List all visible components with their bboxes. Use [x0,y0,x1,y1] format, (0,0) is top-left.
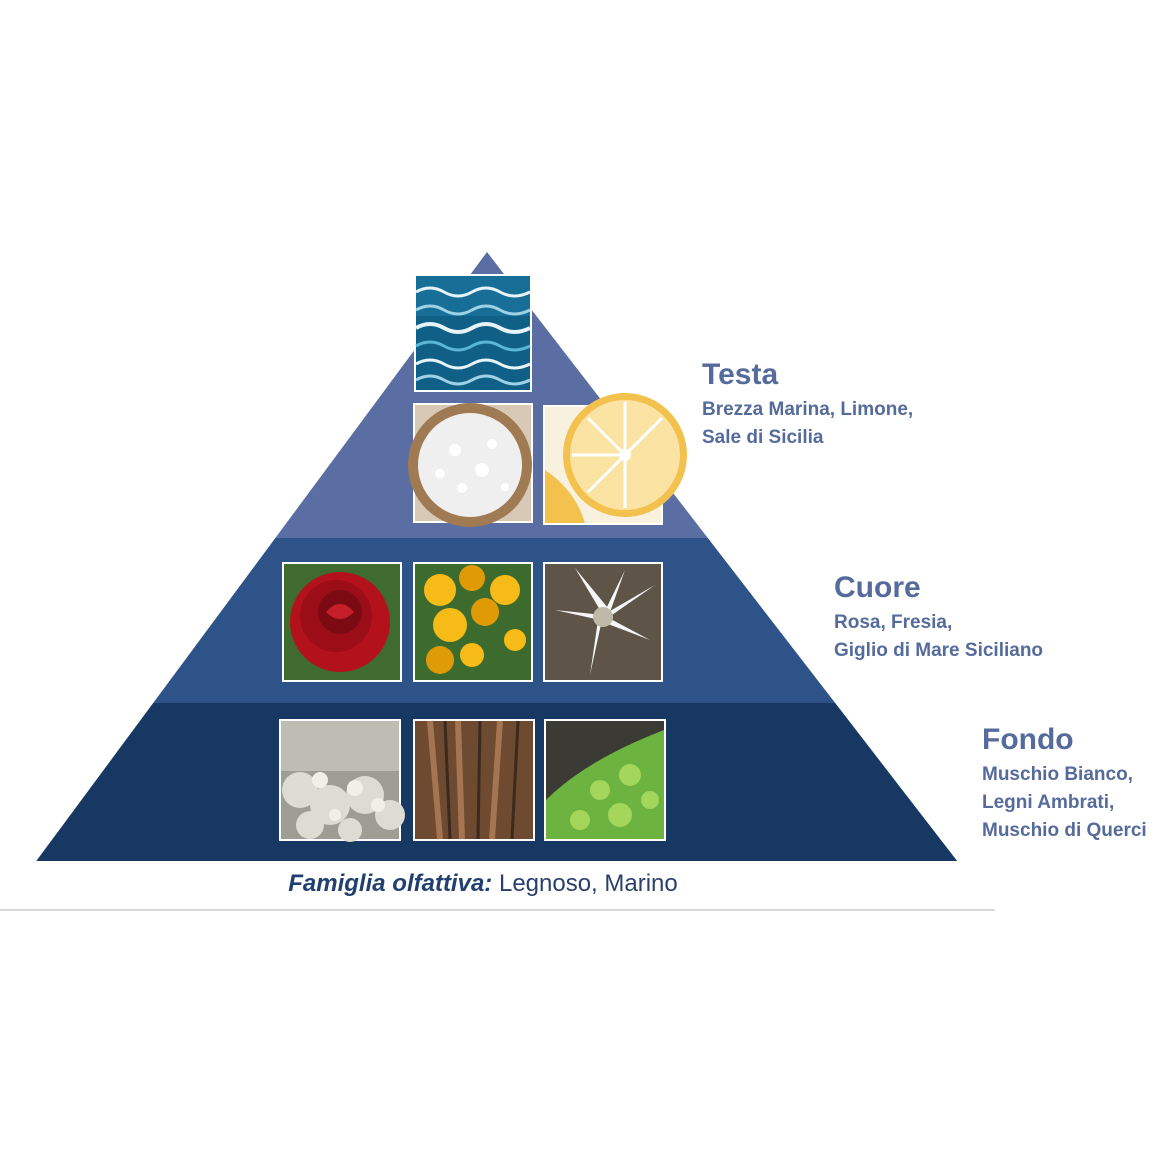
sea-waves-icon [414,274,532,392]
sea-lily-icon [543,562,663,682]
oak-moss-icon [544,719,666,841]
lemon-icon [543,393,687,525]
family-prefix: Famiglia olfattiva: [288,870,493,897]
fondo-title: Fondo [982,723,1074,756]
base-band [0,861,995,910]
sea-salt-icon [408,403,533,527]
freesia-icon [413,562,533,682]
cuore-notes: Rosa, Fresia, Giglio di Mare Siciliano [834,612,1044,661]
testa-title: Testa [702,358,779,391]
fondo-label-block: Fondo Muschio Bianco, Legni Ambrati, Mus… [982,723,1147,845]
cuore-label-block: Cuore Rosa, Fresia, Giglio di Mare Sicil… [834,571,1043,665]
white-moss-icon [279,719,405,842]
amber-wood-icon [413,719,535,841]
fondo-notes: Muschio Bianco, Legni Ambrati, Muschio d… [982,764,1147,841]
testa-label-block: Testa Brezza Marina, Limone, Sale di Sic… [702,358,913,452]
cuore-title: Cuore [834,571,921,604]
family-value: Legnoso, Marino [492,870,678,897]
olfactory-family-line: Famiglia olfattiva: Legnoso, Marino [0,868,966,900]
testa-notes: Brezza Marina, Limone, Sale di Sicilia [702,399,914,448]
rose-icon [282,562,402,682]
